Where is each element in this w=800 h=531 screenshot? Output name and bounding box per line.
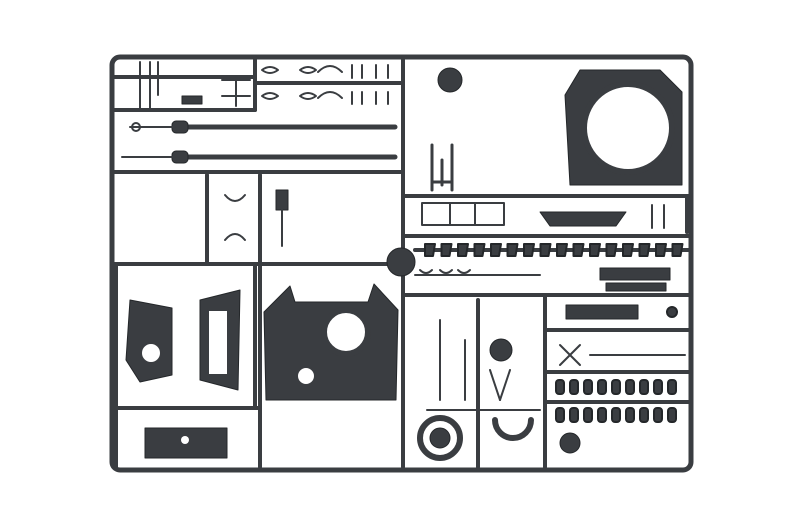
- small-upper-left-parts: [139, 61, 251, 109]
- bogie-part: [597, 407, 607, 423]
- bogie-part: [555, 379, 565, 395]
- bogie-part: [611, 407, 621, 423]
- track-link: [473, 243, 486, 257]
- sprue-vertical-runners: [114, 58, 689, 469]
- engine-deck-block: [144, 427, 228, 459]
- clip-parts-top: [261, 64, 389, 105]
- track-link: [457, 243, 469, 257]
- bogie-part: [611, 379, 621, 395]
- periscope-parts: [430, 143, 454, 192]
- right-side-parts: [559, 304, 686, 366]
- track-link: [638, 243, 651, 257]
- sprue-gate-top: [437, 67, 463, 93]
- bogie-part: [625, 407, 635, 423]
- track-link: [589, 243, 601, 257]
- track-link: [539, 243, 552, 257]
- track-link-row: [413, 243, 692, 257]
- track-link: [622, 243, 634, 257]
- bogie-part: [667, 407, 677, 423]
- track-link: [556, 243, 568, 257]
- armor-panel-left: [125, 299, 173, 383]
- track-link: [506, 243, 519, 257]
- wheel-parts: [417, 338, 581, 461]
- track-link: [424, 243, 436, 257]
- sprue-gate-center: [386, 247, 416, 277]
- sprue-horizontal-runners: [110, 75, 693, 410]
- bogie-part: [639, 379, 649, 395]
- turret-ring-part: [564, 69, 683, 186]
- bogie-part: [597, 379, 607, 395]
- bogie-row: [555, 379, 677, 423]
- bogie-part: [569, 407, 579, 423]
- bogie-part: [555, 407, 565, 423]
- bogie-part: [653, 379, 663, 395]
- mid-right-parts: [421, 202, 665, 229]
- bogie-part: [667, 379, 677, 395]
- bogie-part: [583, 407, 593, 423]
- bogie-part: [625, 379, 635, 395]
- track-link: [440, 243, 453, 257]
- bogie-part: [653, 407, 663, 423]
- lower-middle-parts: [414, 267, 671, 292]
- track-link: [572, 243, 585, 257]
- track-link: [655, 243, 667, 257]
- track-link: [605, 243, 618, 257]
- track-link: [523, 243, 535, 257]
- bogie-part: [639, 407, 649, 423]
- hull-plate: [263, 283, 399, 401]
- bogie-part: [569, 379, 579, 395]
- track-link: [490, 243, 502, 257]
- hook-parts: [224, 189, 289, 247]
- barrel-parts: [121, 120, 398, 164]
- armor-panel-frame: [199, 289, 241, 391]
- lower-frame-parts: [426, 319, 541, 411]
- bogie-part: [583, 379, 593, 395]
- track-link: [671, 243, 684, 257]
